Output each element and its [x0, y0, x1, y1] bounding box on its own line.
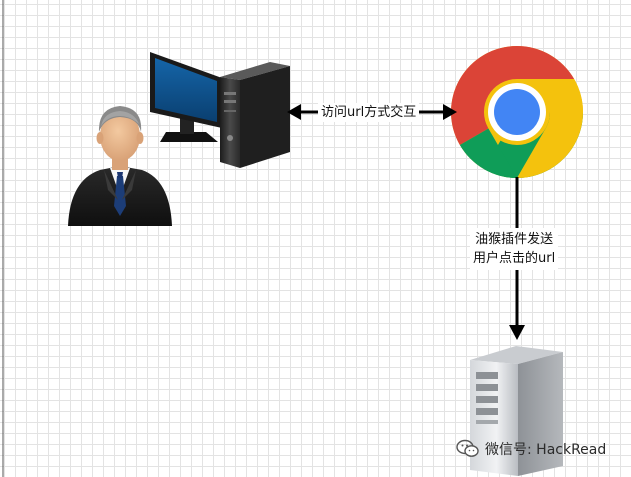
server-tower-icon — [470, 346, 563, 476]
chrome-icon — [450, 46, 584, 178]
desktop-computer-icon — [150, 52, 290, 168]
edge-label-send-url: 油猴插件发送 用户点击的url — [470, 228, 559, 270]
businessman-icon — [68, 106, 172, 226]
wechat-icon — [456, 439, 479, 457]
watermark: 微信号: HackRead — [456, 438, 606, 460]
edge-label-send-line2: 用户点击的url — [473, 251, 556, 266]
watermark-text: 微信号: HackRead — [485, 442, 607, 458]
edge-label-visit-url: 访问url方式交互 — [318, 103, 420, 122]
edge-label-send-line1: 油猴插件发送 — [475, 232, 554, 247]
